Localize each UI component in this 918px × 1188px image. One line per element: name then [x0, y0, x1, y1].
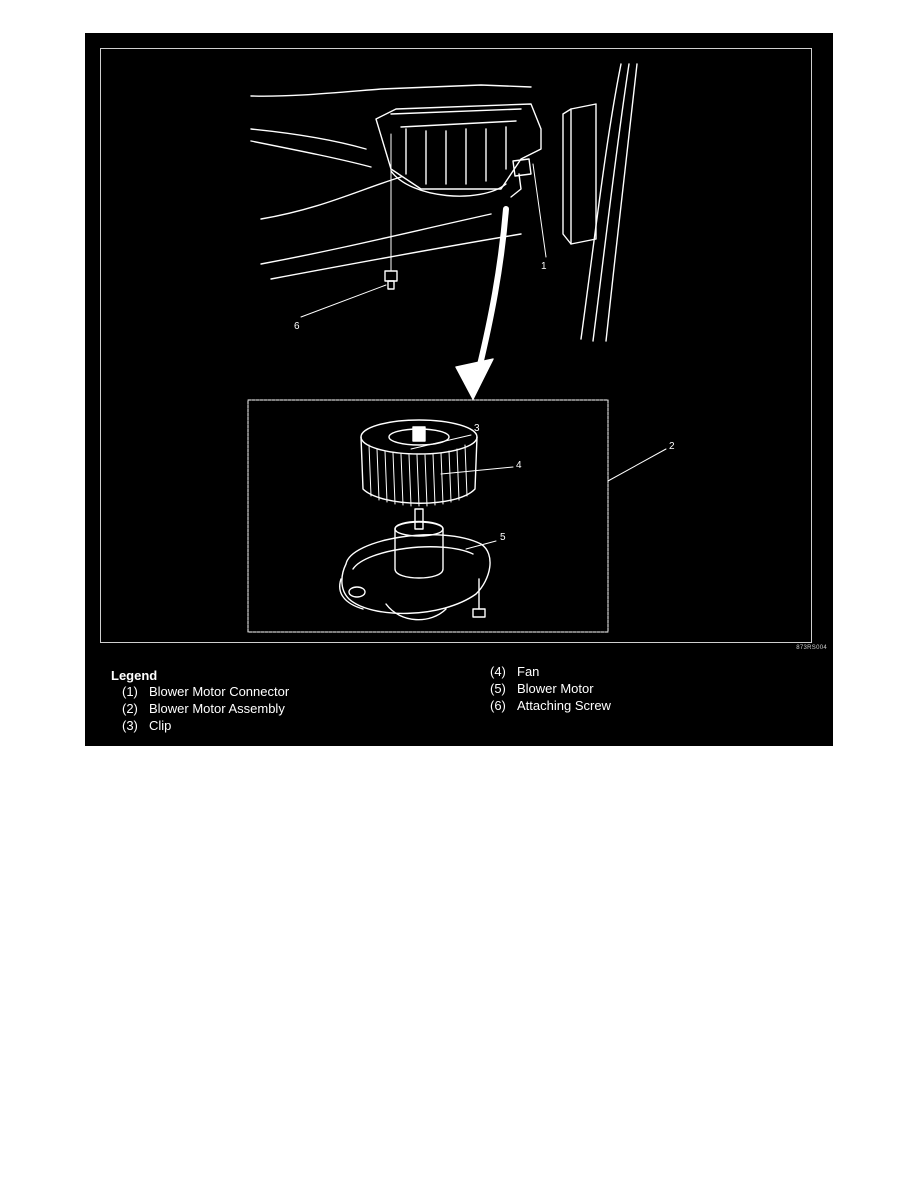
callout-2: 2: [669, 441, 675, 452]
callout-1: 1: [541, 261, 547, 272]
legend-item-2: (2) Blower Motor Assembly: [122, 701, 285, 717]
motor-shaft: [414, 508, 424, 530]
legend-item-1: (1) Blower Motor Connector: [122, 684, 289, 700]
figure-panel: 1 6 3 2 4 5 873RS004 Legend (1) Blower Mo…: [85, 33, 833, 746]
legend-label: Blower Motor: [517, 681, 594, 696]
legend-number: (2): [122, 701, 138, 716]
legend-number: (1): [122, 684, 138, 699]
legend-title: Legend: [111, 668, 158, 683]
legend-number: (3): [122, 718, 138, 733]
blower-housing: [375, 103, 542, 190]
legend-number: (4): [490, 664, 506, 679]
legend-item-3: (3) Clip: [122, 718, 171, 734]
legend-label: Attaching Screw: [517, 698, 611, 713]
blower-motor-illustration: [247, 63, 667, 633]
motor-flange: [341, 534, 491, 615]
connector: [512, 158, 532, 177]
callout-5: 5: [500, 532, 506, 543]
legend-item-5: (5) Blower Motor: [490, 681, 594, 697]
assembly-inset-frame: [247, 399, 609, 633]
figure-code: 873RS004: [796, 645, 827, 651]
legend-number: (5): [490, 681, 506, 696]
legend-label: Blower Motor Connector: [149, 684, 290, 699]
legend-item-6: (6) Attaching Screw: [490, 698, 611, 714]
legend-label: Blower Motor Assembly: [149, 701, 285, 716]
figure-frame: 1 6 3 2 4 5: [100, 48, 812, 643]
callout-3: 3: [474, 423, 480, 434]
callout-4: 4: [516, 460, 522, 471]
legend-item-4: (4) Fan: [490, 664, 539, 680]
legend-label: Fan: [517, 664, 540, 679]
callout-6: 6: [294, 321, 300, 332]
door-pillar: [580, 63, 622, 340]
motor-body: [394, 520, 444, 579]
dash-panel-outline: [250, 84, 532, 97]
legend-label: Clip: [149, 718, 172, 733]
removal-arrow: [476, 206, 509, 372]
legend-number: (6): [490, 698, 506, 713]
